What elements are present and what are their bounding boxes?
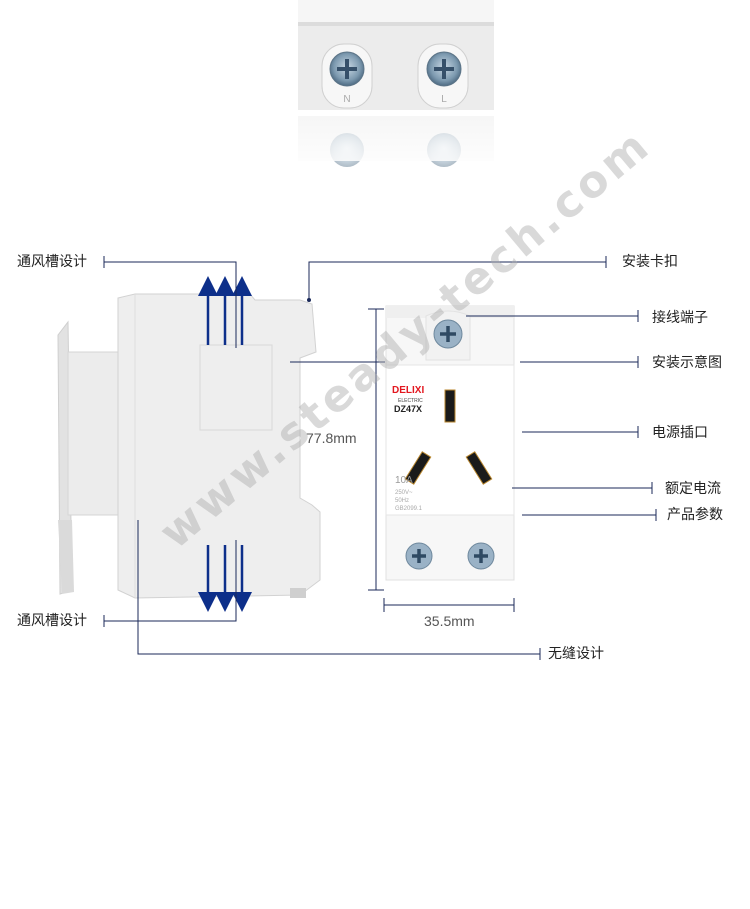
screw-n-icon [329, 51, 365, 87]
top-screw-icon [433, 319, 463, 349]
label-vent-bottom: 通风槽设计 [17, 613, 87, 629]
brand-sub: ELECTRIC [398, 398, 423, 404]
model-text: DZ47X [394, 404, 422, 414]
airflow-up-arrows [198, 276, 252, 345]
label-socket: 电源插口 [652, 425, 708, 441]
label-rated-current: 额定电流 [665, 481, 721, 497]
socket-slot-left [404, 451, 432, 485]
bottom-left-screw-icon [405, 542, 433, 570]
top-photo: N L [298, 0, 494, 167]
width-dimension [383, 598, 515, 612]
frequency-text: 50Hz [395, 498, 409, 504]
standard-text: GB2099.1 [395, 506, 423, 512]
socket-slot-right [465, 451, 493, 485]
callout-lines [103, 256, 657, 660]
brand-logo: DELIXI [392, 385, 424, 396]
socket-front-view: DELIXI ELECTRIC DZ47X 10A 250V~ 50Hz GB2… [385, 305, 515, 581]
width-dimension-text: 35.5mm [424, 613, 475, 629]
rating-text: 10A [395, 475, 413, 486]
socket-slot-top [444, 389, 456, 423]
label-params: 产品参数 [667, 507, 723, 523]
height-dimension-text: 77.8mm [306, 430, 357, 446]
terminal-label-l: L [441, 94, 447, 105]
terminal-label-n: N [343, 94, 350, 105]
label-clip: 安装卡扣 [622, 254, 678, 270]
bottom-right-screw-icon [467, 542, 495, 570]
height-dimension [368, 308, 384, 591]
label-terminal: 接线端子 [652, 310, 708, 326]
airflow-down-arrows [198, 545, 252, 612]
screw-l-icon [426, 51, 462, 87]
voltage-text: 250V~ [395, 490, 413, 496]
label-seamless: 无缝设计 [548, 646, 604, 662]
label-install-diagram: 安装示意图 [652, 355, 722, 371]
label-vent-top: 通风槽设计 [17, 254, 87, 270]
